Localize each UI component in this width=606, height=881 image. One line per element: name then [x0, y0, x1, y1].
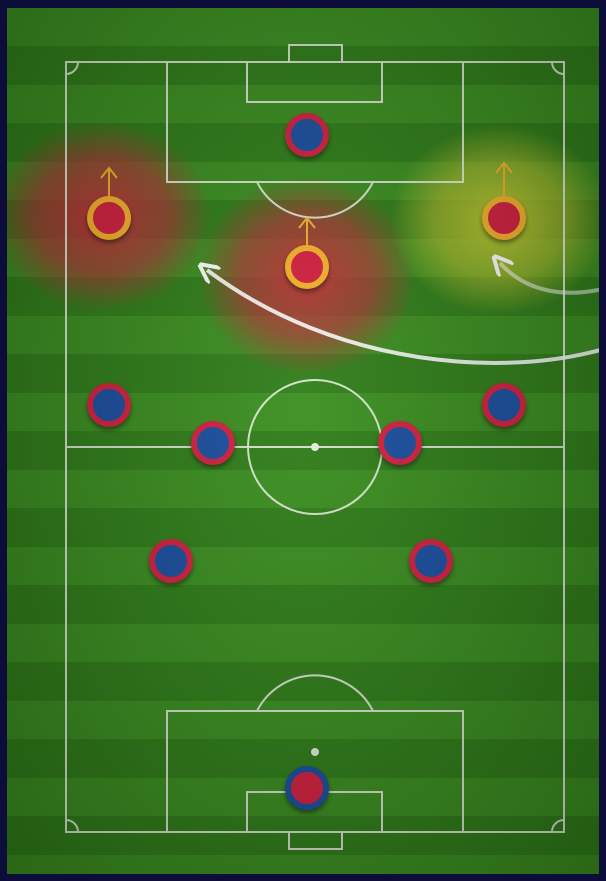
top-goal	[289, 45, 342, 62]
away-player-striker[interactable]	[285, 245, 329, 289]
corner-arc-tl	[66, 62, 78, 74]
center-spot	[311, 443, 319, 451]
away-player-left-wing[interactable]	[87, 196, 131, 240]
home-player-top[interactable]	[285, 113, 329, 157]
home-player-right-mid[interactable]	[482, 383, 526, 427]
penalty-spot-bottom	[311, 748, 319, 756]
away-player-right-wing[interactable]	[482, 196, 526, 240]
corner-arc-bl	[66, 820, 78, 832]
corner-arc-tr	[552, 62, 564, 74]
home-player-center-right[interactable]	[378, 421, 422, 465]
bottom-penalty-arc	[257, 675, 373, 711]
home-player-defender-right[interactable]	[409, 539, 453, 583]
top-goal-area	[247, 62, 382, 102]
corner-arc-br	[552, 820, 564, 832]
home-player-defender-left[interactable]	[149, 539, 193, 583]
home-player-center-left[interactable]	[191, 421, 235, 465]
home-goalkeeper[interactable]	[285, 766, 329, 810]
home-player-left-mid[interactable]	[87, 383, 131, 427]
bottom-goal	[289, 832, 342, 849]
football-pitch	[7, 8, 599, 874]
